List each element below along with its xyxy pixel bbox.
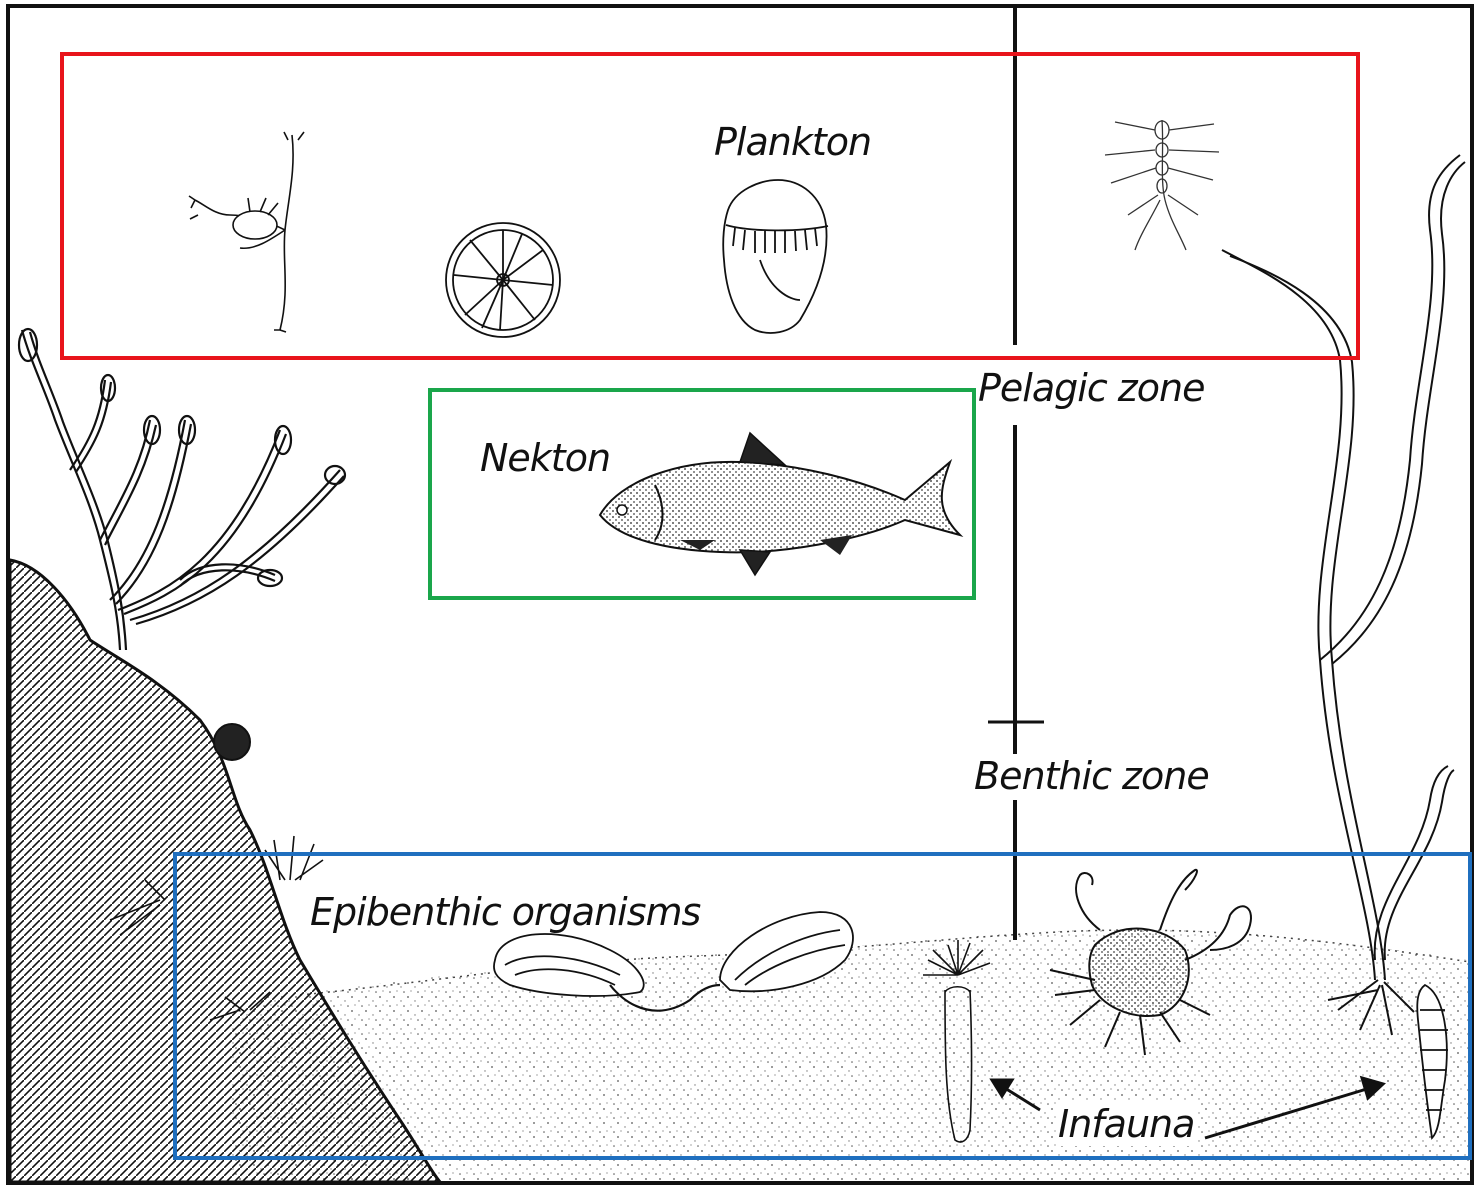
pelagic-zone-label: Pelagic zone [976, 366, 1206, 410]
benthic-zone-label: Benthic zone [972, 754, 1211, 798]
nekton-label: Nekton [480, 436, 610, 480]
epibenthic-organisms-label: Epibenthic organisms [310, 890, 700, 934]
snail-icon [214, 724, 250, 760]
plankton-label: Plankton [714, 120, 871, 164]
infauna-label: Infauna [1056, 1102, 1196, 1146]
